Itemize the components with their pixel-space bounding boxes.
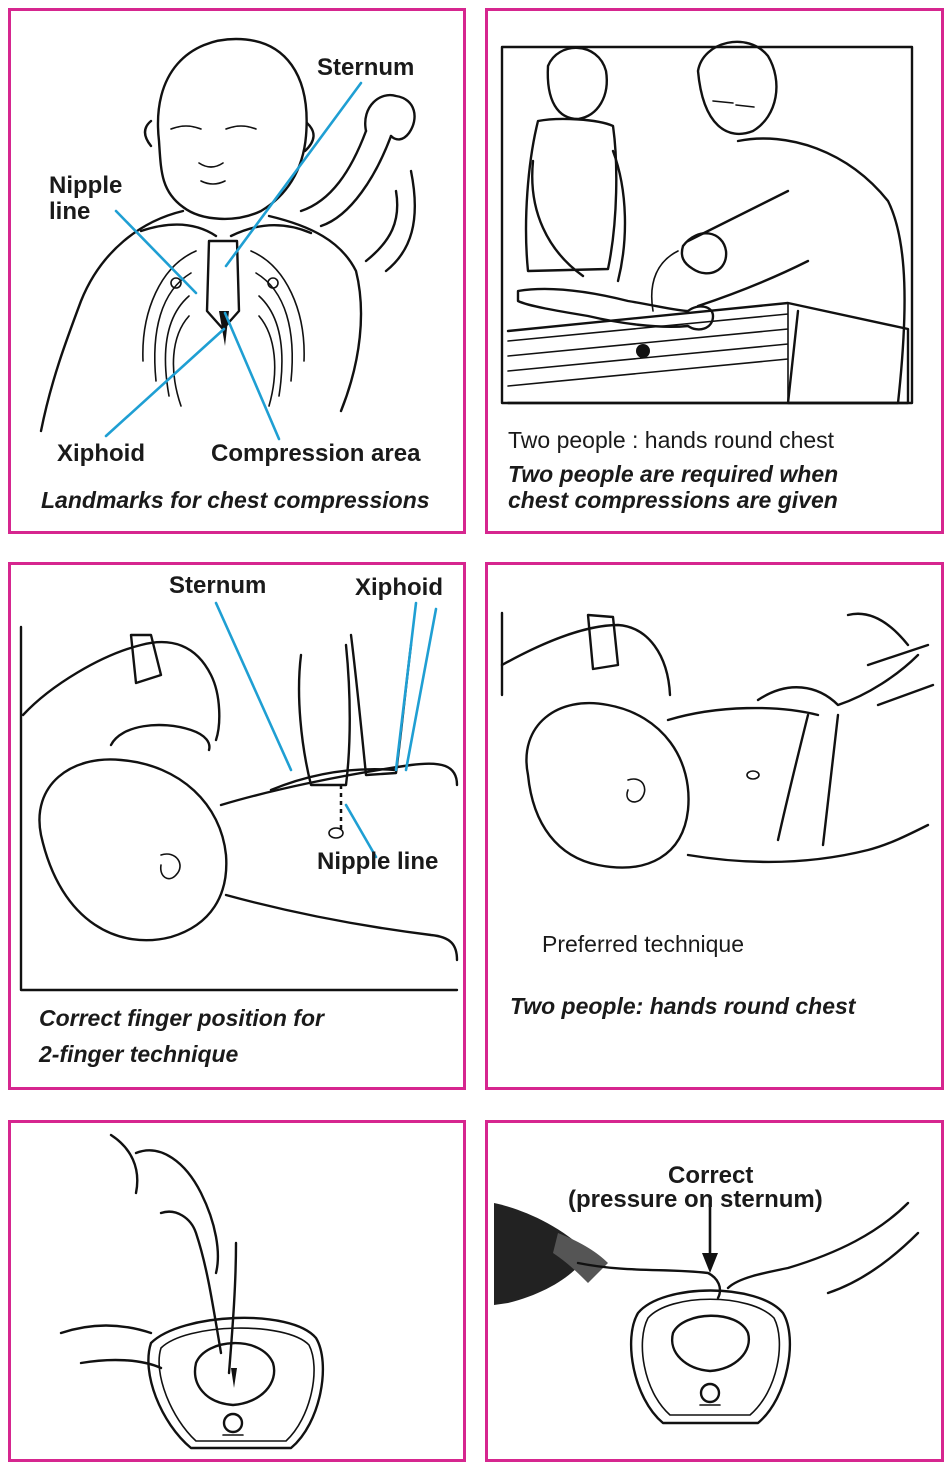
xiphoid-leader-line: [106, 329, 224, 436]
panel-hands-round-chest: Preferred technique Two people: hands ro…: [485, 562, 944, 1090]
caption-hands-round-chest: Two people: hands round chest: [510, 993, 855, 1019]
panel-finger-position: Sternum Xiphoid Nipple line Correct fing…: [8, 562, 466, 1090]
subtitle-preferred-technique: Preferred technique: [542, 931, 744, 957]
label-xiphoid: Xiphoid: [355, 575, 443, 601]
sternum-leader-line: [216, 603, 291, 770]
nipple-line-leader-line: [116, 211, 196, 293]
sternum-leader-line: [226, 83, 361, 266]
caption-two-people-line1: Two people are required when: [508, 461, 838, 487]
caption-finger-position-line1: Correct finger position for: [39, 1005, 324, 1031]
panel-finger-cross-section: [8, 1120, 466, 1462]
xiphoid-leader-line: [396, 603, 416, 770]
compression-area-leader-line: [225, 313, 279, 439]
xiphoid-leader-line-2: [406, 609, 436, 770]
label-sternum: Sternum: [169, 573, 266, 599]
caption-finger-position-line2: 2-finger technique: [39, 1041, 238, 1067]
label-xiphoid: Xiphoid: [57, 441, 145, 467]
subtitle-two-people: Two people : hands round chest: [508, 427, 834, 453]
label-nipple-line: Nipple line: [49, 173, 122, 225]
label-nipple-line: Nipple line: [317, 849, 438, 875]
caption-two-people-line2: chest compressions are given: [508, 487, 838, 513]
two-people-resuscitation-illustration: [488, 11, 941, 531]
caption-landmarks: Landmarks for chest compressions: [41, 487, 430, 513]
panel-thumb-cross-section: Correct (pressure on sternum): [485, 1120, 944, 1462]
label-sternum: Sternum: [317, 55, 414, 81]
panel-landmarks: Sternum Nipple line Xiphoid Compression …: [8, 8, 466, 534]
finger-cross-section-illustration: [11, 1123, 463, 1459]
panel-two-people-resuscitation: Two people : hands round chest Two peopl…: [485, 8, 944, 534]
label-compression-area: Compression area: [211, 441, 420, 467]
label-pressure-on-sternum: (pressure on sternum): [568, 1187, 823, 1213]
